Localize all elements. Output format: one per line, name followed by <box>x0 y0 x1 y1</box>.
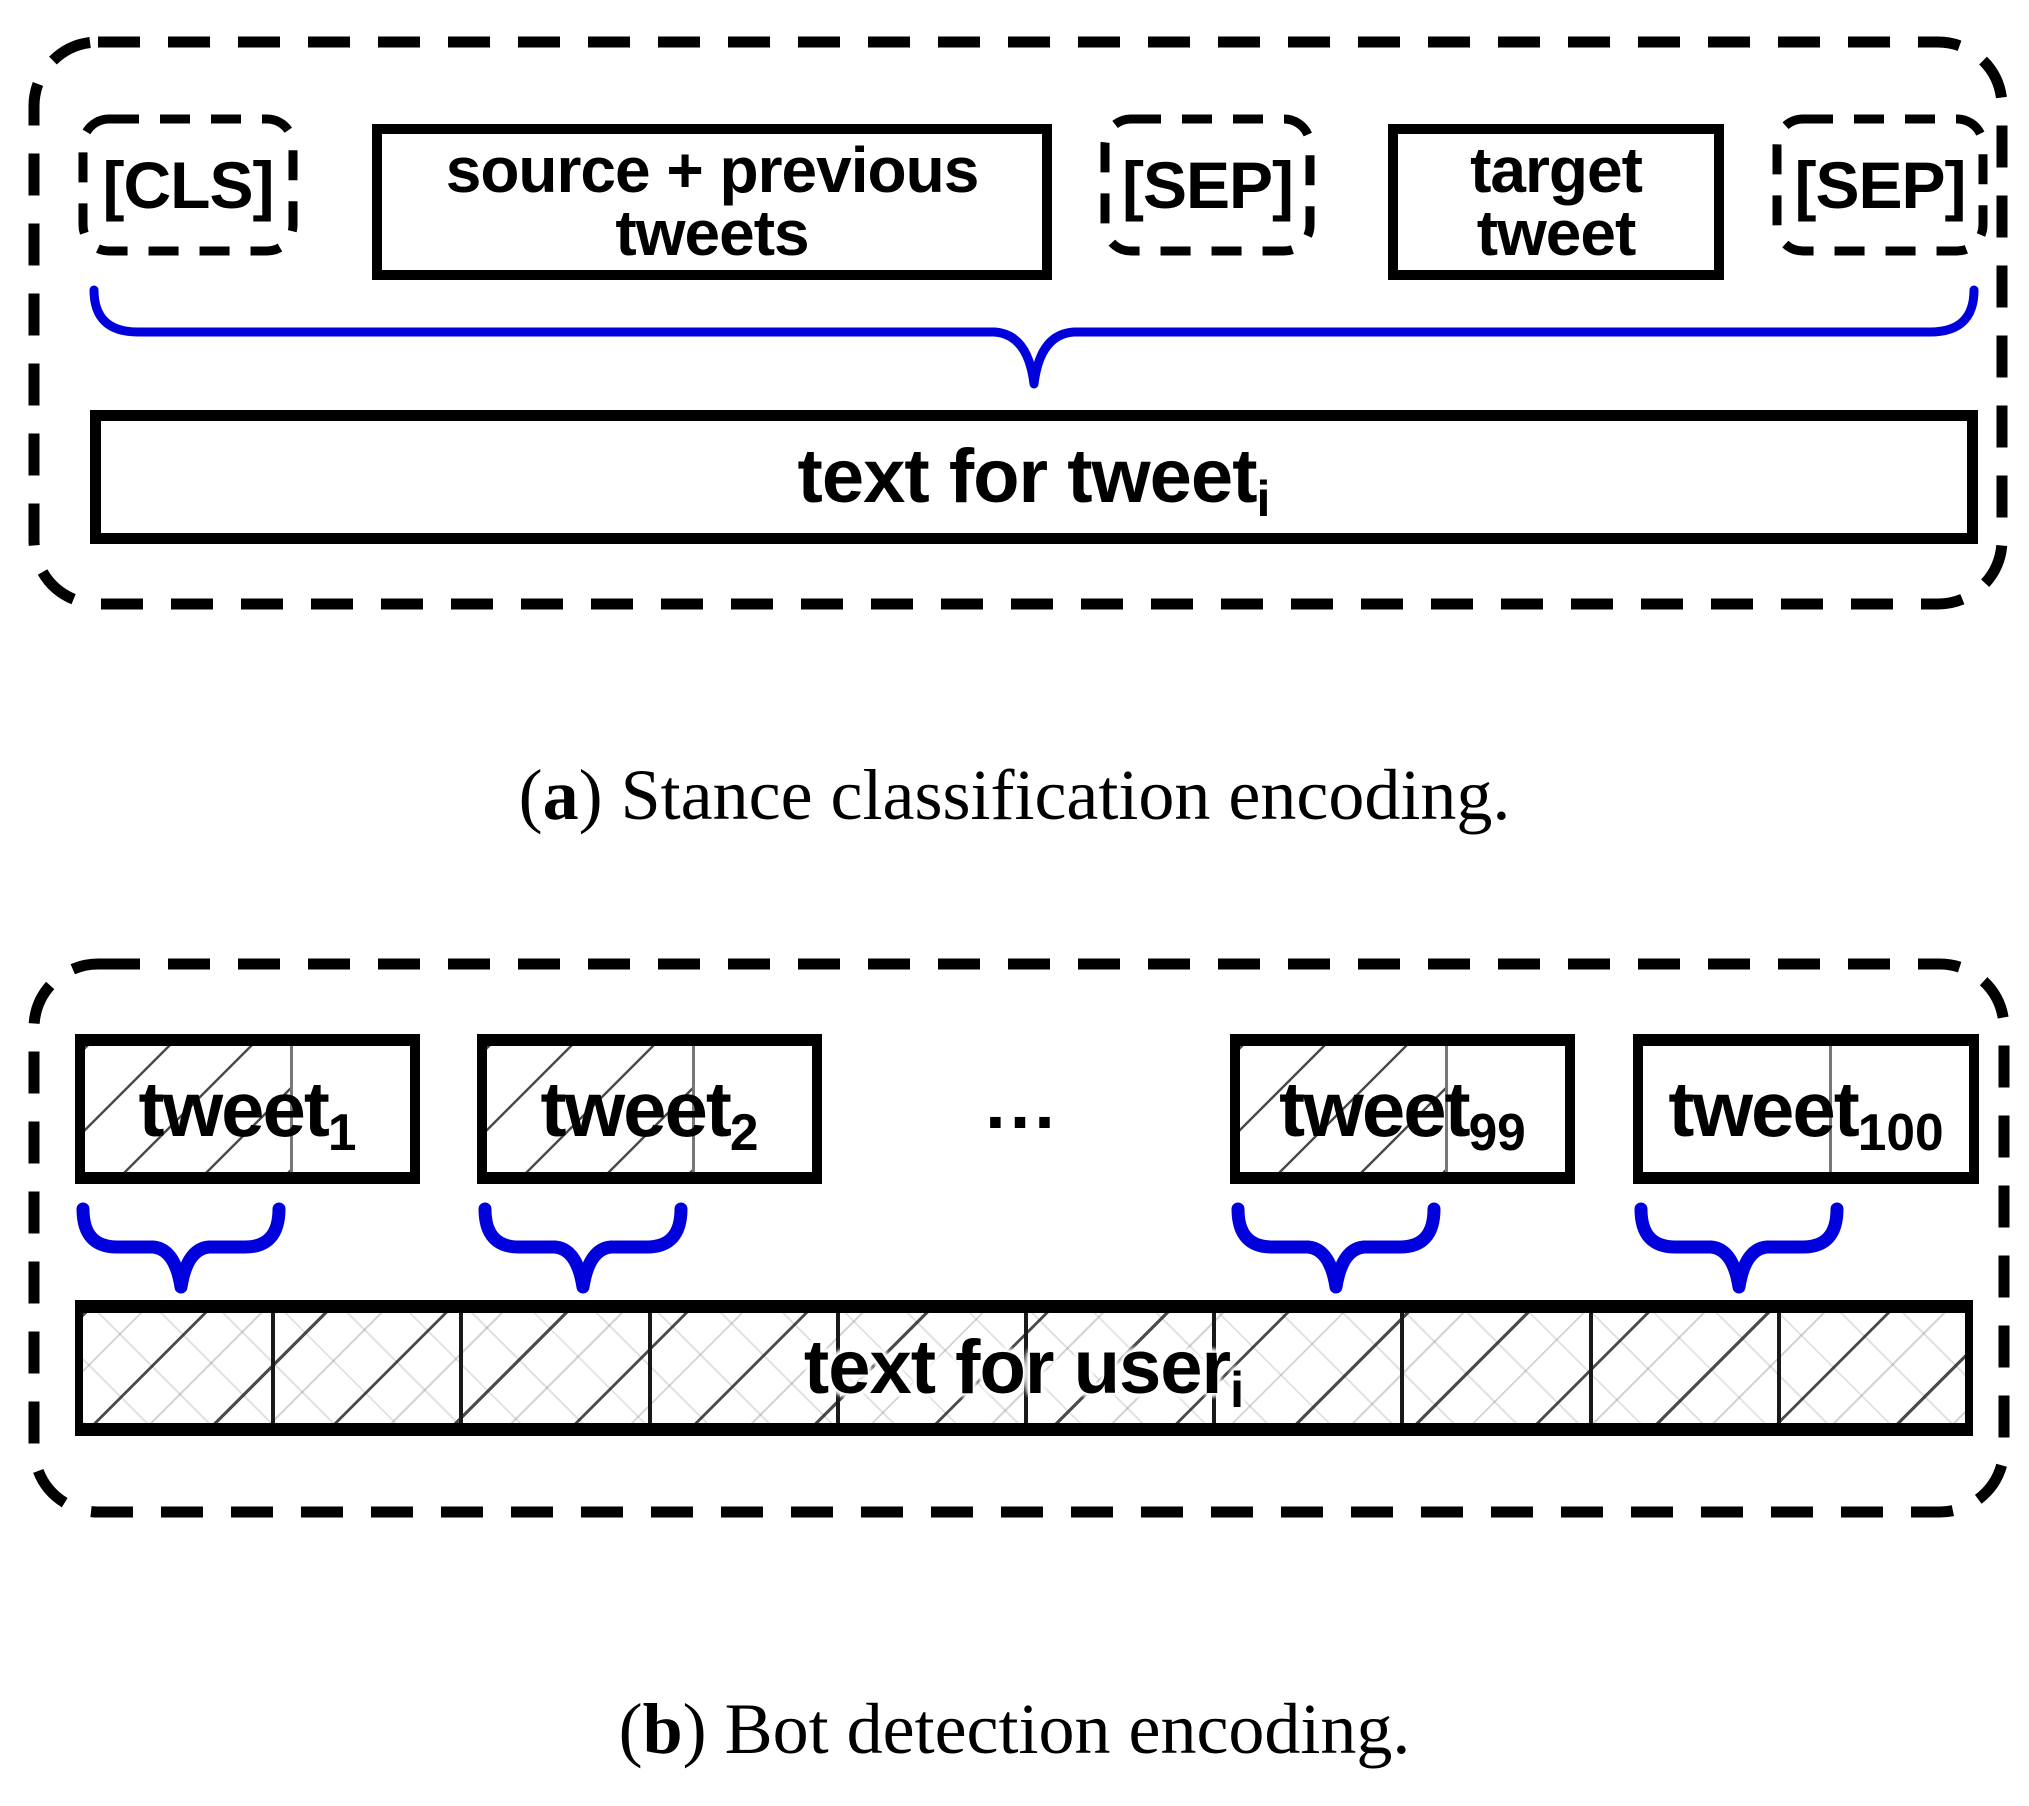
tweet-text-label: text for tweeti <box>797 434 1271 528</box>
caption-a: (a) Stance classification encoding. <box>518 755 1511 835</box>
target-tweet-label: target tweet <box>1470 134 1643 269</box>
source-previous-tweets-label: source + previous tweets <box>445 134 980 269</box>
underbrace-a-icon <box>89 285 1979 389</box>
sep-token-box-1: [SEP] <box>1100 114 1315 256</box>
tweet-box-2-hatch <box>487 1046 695 1172</box>
panel-b-dashed-border <box>28 958 2010 1518</box>
caption-b: (b) Bot detection encoding. <box>618 1689 1411 1769</box>
sep1-label: [SEP] <box>1121 148 1294 222</box>
tweet-box-2-label: tweet2 <box>540 1065 759 1162</box>
tweet-box-100-label: tweet100 <box>1668 1065 1944 1162</box>
cls-token-box: [CLS] <box>78 114 298 256</box>
tweet-box-100-divider <box>1643 1046 1832 1172</box>
panel-a-container: [CLS] source + previous tweets [SEP] tar… <box>0 0 2029 835</box>
cell-divider <box>1588 1313 1593 1423</box>
user-text-label: text for useri <box>803 1325 1245 1419</box>
panel-a-dashed-border <box>28 36 2008 610</box>
tweet-box-1-hatch <box>85 1046 293 1172</box>
cell-divider <box>647 1313 652 1423</box>
underbrace-b100-icon <box>1634 1202 1844 1294</box>
user-text-box: text for useri <box>75 1300 1973 1436</box>
tweet-box-1: tweet1 <box>75 1034 420 1184</box>
sep-token-box-2: [SEP] <box>1772 114 1988 256</box>
tweet-box-100: tweet100 <box>1633 1034 1979 1184</box>
cell-divider <box>835 1313 840 1423</box>
cell-divider <box>271 1313 276 1423</box>
ellipsis-label: ... <box>985 1061 1059 1144</box>
tweet-box-99-hatch <box>1240 1046 1448 1172</box>
target-tweet-box: target tweet <box>1388 124 1724 280</box>
sep2-dashed-border <box>1772 114 1988 256</box>
cls-dashed-border <box>78 114 298 256</box>
underbrace-b2-icon <box>478 1202 688 1294</box>
tweet-text-subscript: i <box>1256 471 1271 528</box>
cell-divider <box>1400 1313 1405 1423</box>
underbrace-b99-icon <box>1231 1202 1441 1294</box>
cell-divider <box>1212 1313 1217 1423</box>
tweet-text-box: text for tweeti <box>90 410 1978 544</box>
source-previous-tweets-box: source + previous tweets <box>372 124 1052 280</box>
cell-divider <box>1776 1313 1781 1423</box>
tweet-box-99-label: tweet99 <box>1279 1065 1526 1162</box>
cell-divider <box>459 1313 464 1423</box>
sep1-dashed-border <box>1100 114 1315 256</box>
sep2-label: [SEP] <box>1794 148 1966 222</box>
panel-b-container: tweet1 tweet2 ... tweet99 tweet100 <box>0 900 2029 1806</box>
cell-divider <box>1024 1313 1028 1423</box>
tweet-box-2: tweet2 <box>477 1034 822 1184</box>
tweet-box-99: tweet99 <box>1230 1034 1575 1184</box>
underbrace-b1-icon <box>76 1202 286 1294</box>
tweet-box-1-label: tweet1 <box>138 1065 357 1162</box>
cls-label: [CLS] <box>102 148 275 222</box>
user-text-subscript: i <box>1230 1362 1245 1419</box>
